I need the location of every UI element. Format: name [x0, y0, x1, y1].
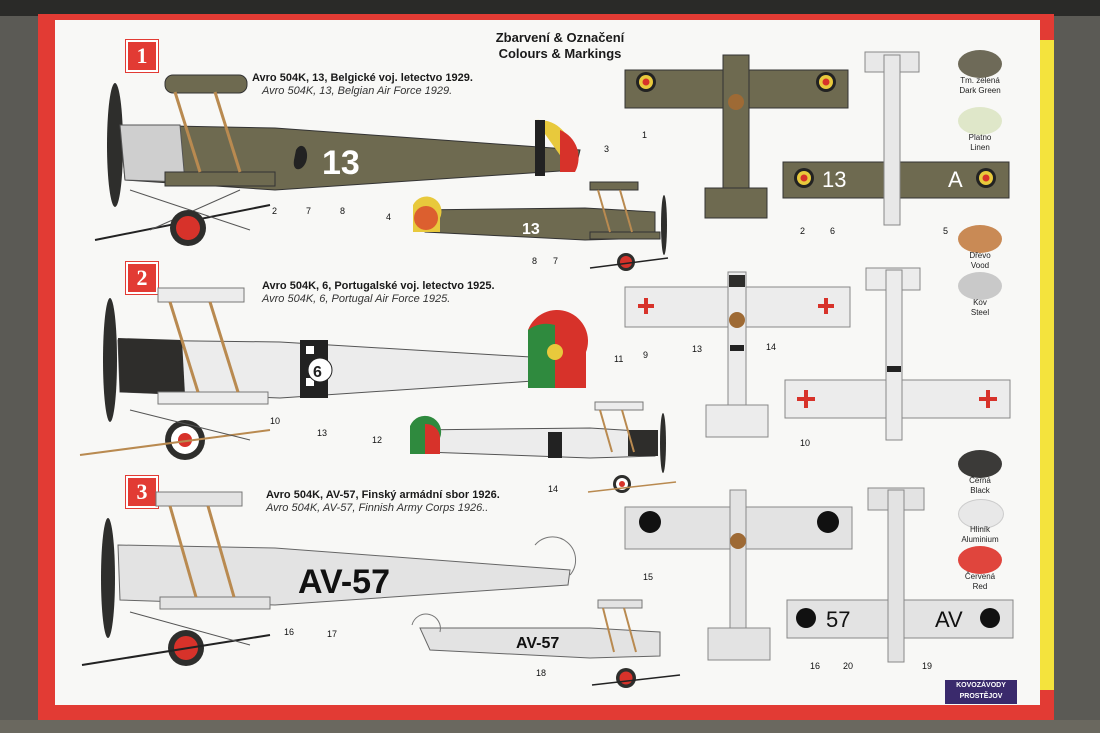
callout-3-4: 18	[536, 668, 547, 678]
scheme-1-underwing-serial: 13	[822, 167, 846, 192]
scheme-1-top-view	[624, 54, 849, 219]
scheme-2-badge: 2	[125, 261, 159, 295]
scheme-1-small-side: 13	[413, 181, 669, 271]
scheme-2-small-side	[410, 401, 677, 493]
scheme-1-bottom-view: 13 A	[782, 51, 1010, 226]
scheme-2-caption-local: Avro 504K, 6, Portugalské voj. letectvo …	[262, 280, 495, 292]
callout-2-5: 10	[270, 416, 281, 426]
scheme-1-badge: 1	[125, 39, 159, 73]
scheme-2-bottom-view	[784, 267, 1011, 441]
callout-2-8: 14	[548, 484, 559, 494]
callout-1-5: 3	[604, 144, 610, 154]
title-czech: Zbarvení & Označení	[495, 30, 625, 45]
swatch-wood	[958, 225, 1002, 253]
scheme-1-caption-local: Avro 504K, 13, Belgické voj. letectvo 19…	[252, 72, 473, 84]
callout-1-11: 5	[943, 226, 949, 236]
callout-2-6: 13	[317, 428, 328, 438]
scheme-3-badge: 3	[125, 475, 159, 509]
top-shadow	[0, 0, 1100, 16]
scheme-2-fuselage-serial: 6	[313, 364, 322, 381]
swatch-dark-green	[958, 50, 1002, 78]
scheme-3-underwing-letters: AV	[935, 607, 963, 632]
swatch-red	[958, 546, 1002, 574]
sheet-title: Zbarvení & Označení Colours & Markings	[470, 30, 650, 62]
callout-1-6: 4	[386, 212, 392, 222]
title-english: Colours & Markings	[498, 46, 622, 61]
callout-1-2: 2	[272, 206, 278, 216]
callout-3-5: 16	[810, 661, 821, 671]
callout-1-8: 7	[553, 256, 559, 266]
callout-1-7: 8	[532, 256, 538, 266]
swatch-black	[958, 450, 1002, 478]
scheme-3-side-view: AV-57	[81, 491, 577, 666]
scheme-1-fuselage-serial: 13	[322, 144, 360, 182]
scheme-2-side-view: 6	[79, 287, 589, 460]
swatch-linen	[958, 107, 1002, 135]
scheme-3-caption-local: Avro 504K, AV-57, Finský armádní sbor 19…	[266, 489, 500, 501]
callout-2-7: 12	[372, 435, 383, 445]
kovozavody-logo: KOVOZÁVODY PROSTĚJOV	[945, 680, 1017, 704]
scheme-1-side-view: 13	[94, 74, 581, 246]
scheme-1-small-serial: 13	[522, 221, 540, 238]
callout-3-6: 20	[843, 661, 854, 671]
callout-2-2: 13	[692, 344, 703, 354]
scheme-2-top-view	[624, 271, 851, 438]
swatch-aluminium	[958, 499, 1004, 529]
callout-3-1: 15	[643, 572, 654, 582]
callout-2-9: 10	[800, 438, 811, 448]
callout-1-4: 8	[340, 206, 346, 216]
scheme-1-underwing-letter: A	[948, 167, 963, 192]
scheme-3-underwing-serial: 57	[826, 607, 850, 632]
scheme-3-caption-en: Avro 504K, AV-57, Finnish Army Corps 192…	[266, 502, 489, 514]
swatch-steel	[958, 272, 1002, 300]
callout-1-1: 1	[642, 130, 648, 140]
scheme-3-bottom-view: 57 AV	[786, 487, 1014, 663]
callout-3-7: 19	[922, 661, 933, 671]
scheme-3-small-serial: AV-57	[516, 635, 559, 652]
scheme-1-caption-en: Avro 504K, 13, Belgian Air Force 1929.	[262, 85, 453, 97]
callout-1-3: 7	[306, 206, 312, 216]
scheme-3-small-side: AV-57	[411, 599, 681, 688]
callout-2-1: 9	[643, 350, 649, 360]
callout-1-10: 6	[830, 226, 836, 236]
bottom-surface	[0, 720, 1100, 733]
callout-3-3: 17	[327, 629, 338, 639]
callout-1-9: 2	[800, 226, 806, 236]
callout-2-4: 11	[614, 354, 624, 364]
callout-3-2: 16	[284, 627, 295, 637]
scheme-3-fuselage-serial: AV-57	[298, 563, 390, 601]
scheme-2-caption-en: Avro 504K, 6, Portugal Air Force 1925.	[262, 293, 451, 305]
callout-2-3: 14	[766, 342, 777, 352]
scheme-3-top-view	[624, 489, 853, 661]
